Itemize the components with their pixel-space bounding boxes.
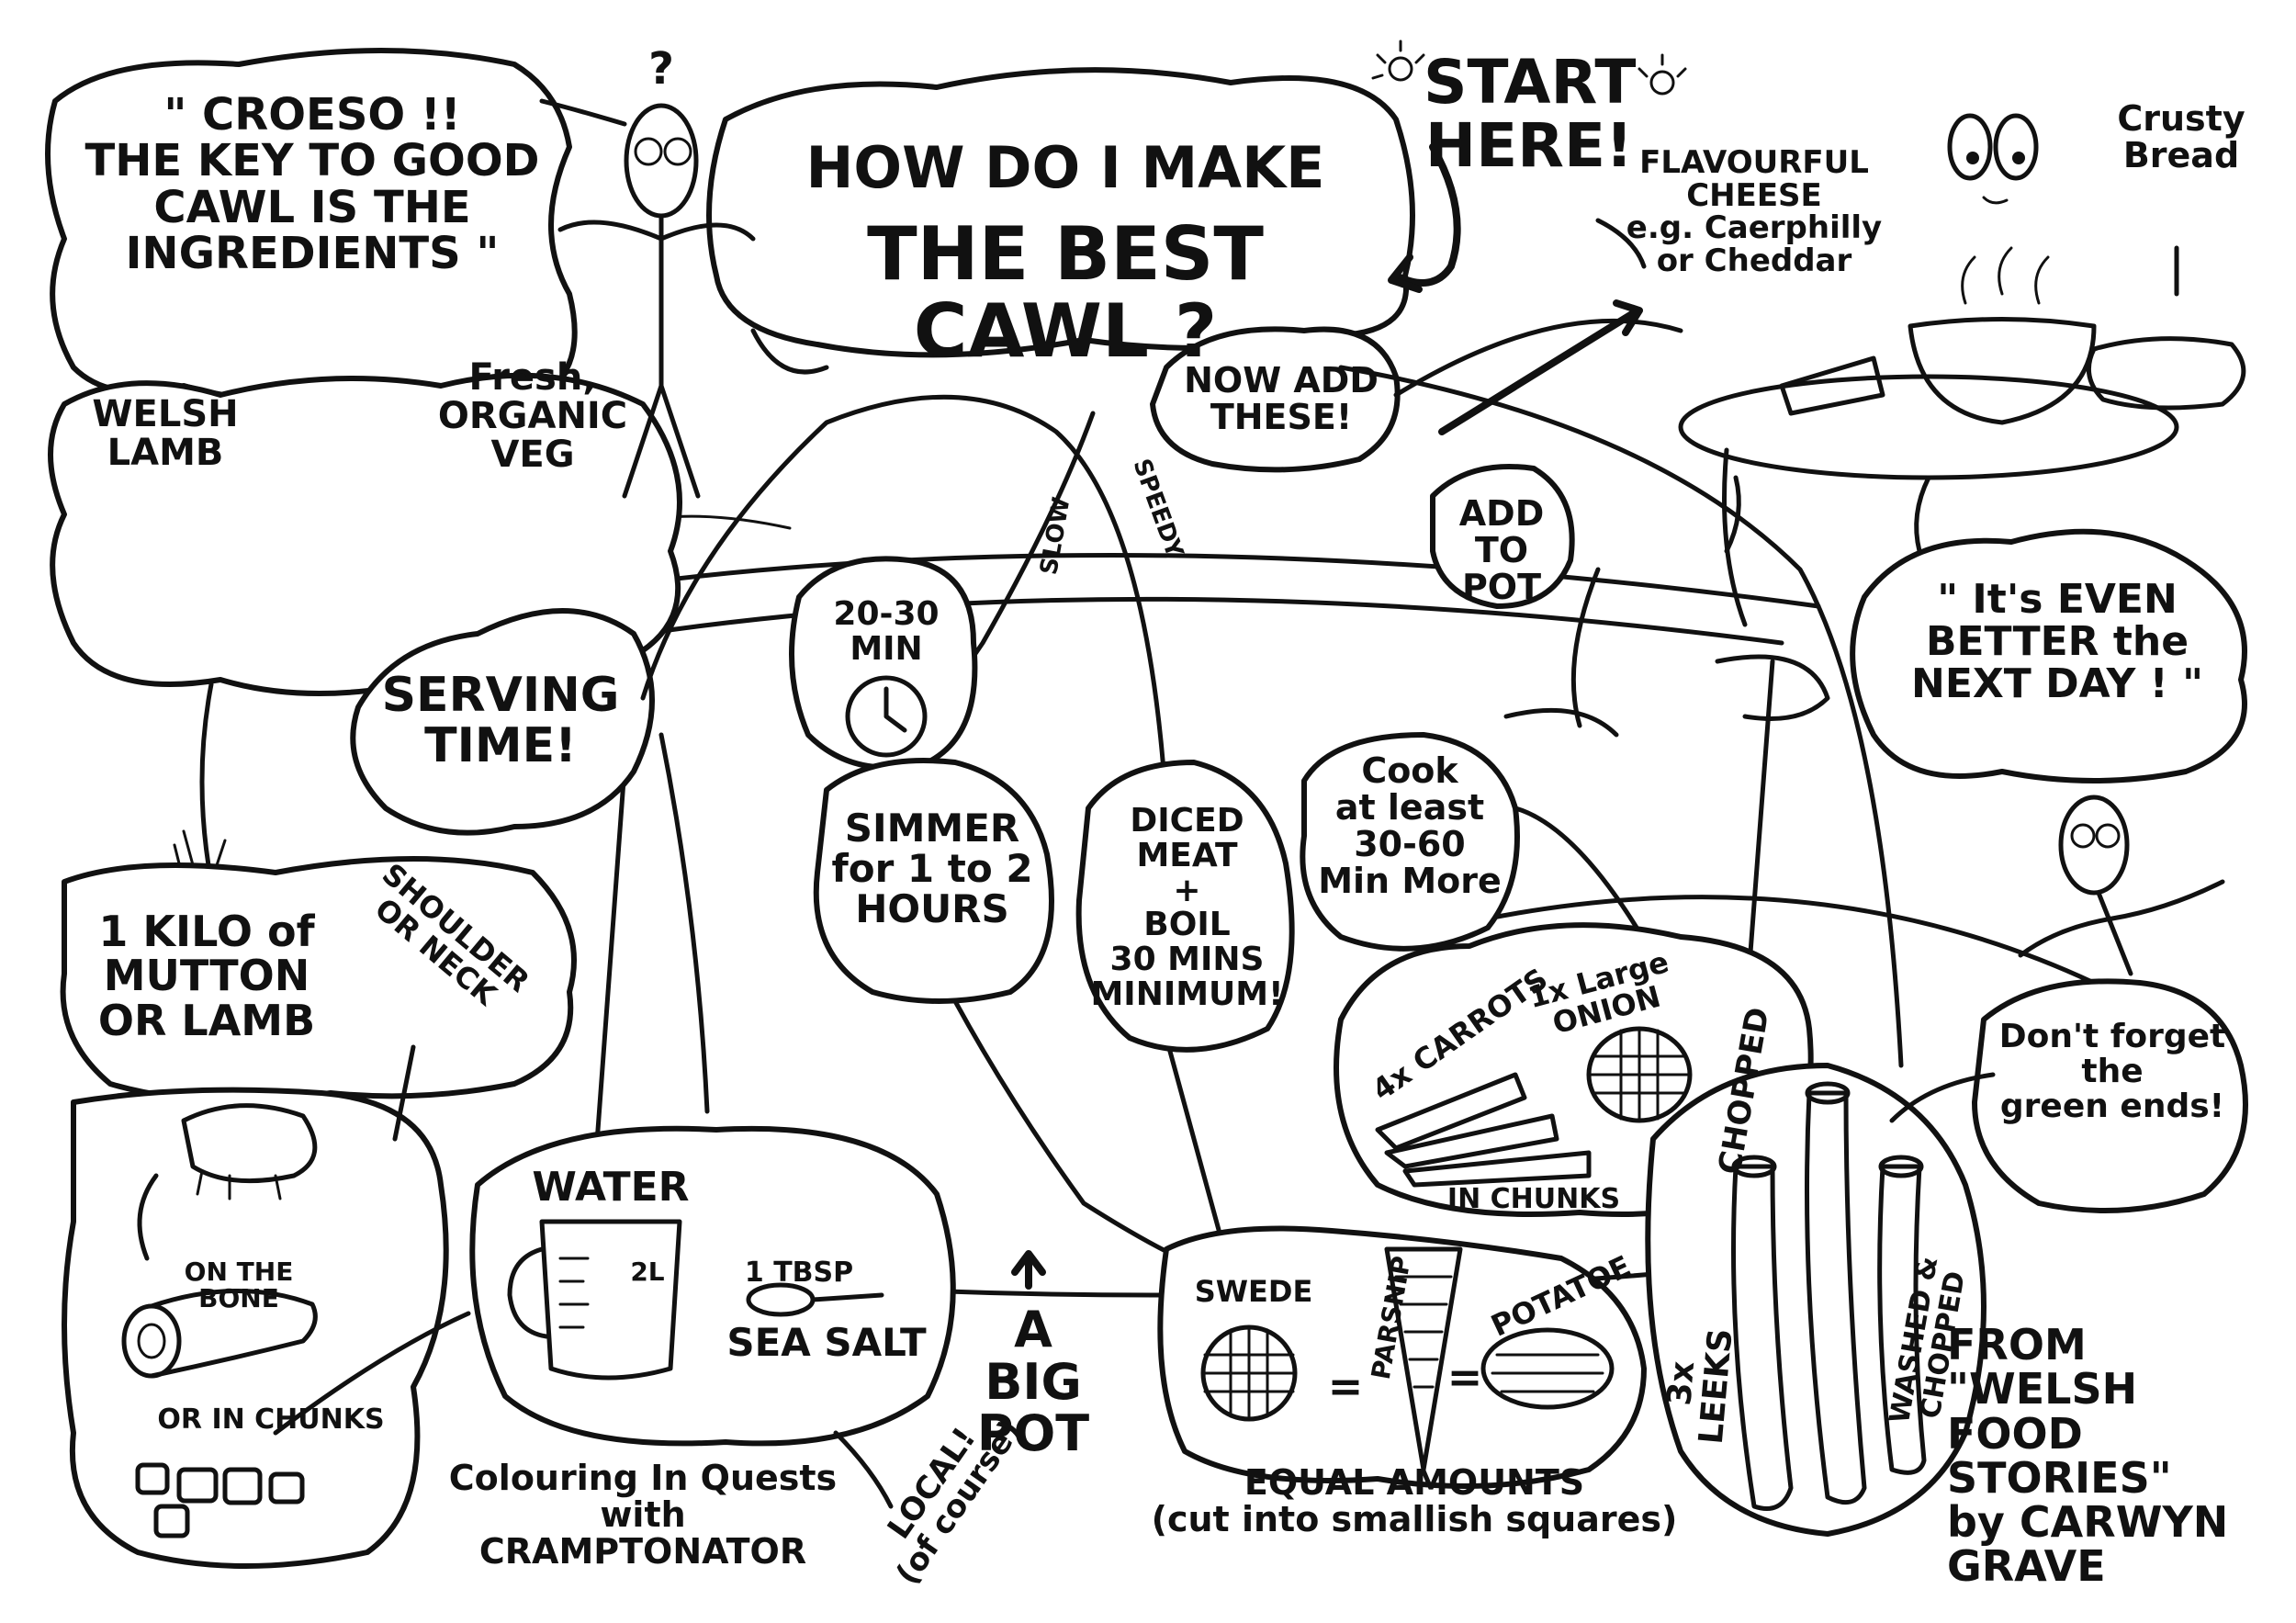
swede-icon [1200, 1324, 1298, 1422]
dont-forget-label: Don't forget the green ends! [1998, 1018, 2226, 1125]
fresh-veg-label: Fresh, ORGANIC VEG [437, 356, 628, 476]
title-line1: HOW DO I MAKE [805, 134, 1325, 201]
leeks-label: 3x LEEKS [1660, 1326, 1740, 1446]
diced-meat-bubble [1075, 760, 1295, 1053]
timer-bubble [789, 556, 978, 771]
root-veg-bubble [1157, 1225, 1647, 1489]
meat-chunks-drawing [135, 1462, 305, 1538]
water-salt-bubble [469, 1125, 956, 1447]
serving-time-bubble [350, 608, 655, 836]
sheep-small-drawing [181, 1103, 318, 1200]
serving-time-label: SERVING TIME! [381, 668, 620, 773]
credit-label: FROM "WELSH FOOD STORIES" by CARWYN GRAV… [1947, 1320, 2229, 1592]
crusty-bread-label: Crusty Bread [2117, 98, 2245, 175]
sea-salt-label: SEA SALT [726, 1320, 927, 1365]
equals-sign-1: = [1327, 1361, 1364, 1411]
bone-drawing [121, 1289, 318, 1379]
meat-cloud [62, 1087, 449, 1569]
cheese-label: FLAVOURFUL CHEESE e.g. Caerphilly or Che… [1626, 144, 1883, 280]
now-add-these-label: NOW ADD THESE! [1184, 360, 1379, 437]
measuring-jug-icon [507, 1219, 682, 1381]
even-better-label: " It's EVEN BETTER the NEXT DAY ! " [1911, 576, 2203, 708]
equal-amounts-label: EQUAL AMOUNTS (cut into smallish squares… [1151, 1462, 1678, 1539]
now-add-these-bubble [1150, 326, 1401, 473]
bread-icon [2086, 336, 2246, 411]
add-to-pot-label: ADD TO POT [1458, 493, 1545, 607]
sun-icon [1371, 39, 1687, 96]
in-chunks-label: IN CHUNKS [1446, 1183, 1621, 1215]
dont-forget-bubble [1972, 978, 2248, 1213]
cook-bubble [1300, 732, 1520, 952]
or-in-chunks-label: OR IN CHUNKS [157, 1403, 385, 1436]
excited-stick-figure [2018, 795, 2225, 976]
tablespoon-icon [746, 1282, 884, 1317]
start-here-arrow [1392, 143, 1461, 287]
cook-label: Cook at least 30-60 Min More [1318, 750, 1502, 901]
potato-icon [1480, 1327, 1615, 1410]
tbsp-label: 1 TBSP [744, 1257, 854, 1289]
simmer-bubble [813, 758, 1054, 1004]
even-better-cloud [1850, 528, 2247, 783]
water-label: WATER [532, 1164, 690, 1211]
add-to-pot-bubble [1430, 464, 1575, 609]
water-volume-label: 2L [630, 1257, 665, 1287]
on-the-bone-label: ON THE BONE [184, 1257, 294, 1314]
soup-bowl-icon [1908, 246, 2097, 425]
start-here-label: START HERE! [1424, 47, 1637, 182]
title-bubble [706, 67, 1415, 358]
simmer-label: SIMMER for 1 to 2 HOURS [831, 806, 1033, 932]
question-mark: ? [648, 43, 674, 95]
croeso-quote: " CROESO !! THE KEY TO GOOD CAWL IS THE … [84, 89, 540, 280]
leeks-drawing [1731, 1081, 1927, 1511]
clock-icon [845, 675, 928, 758]
welsh-lamb-label: WELSH LAMB [92, 393, 239, 474]
diced-meat-label: DICED MEAT + BOIL 30 MINS MINIMUM! [1090, 802, 1284, 1013]
timer-label: 20-30 MIN [833, 595, 940, 668]
parsnip-icon [1384, 1246, 1463, 1472]
eyes-icon [1947, 113, 2039, 205]
cheese-icon [1779, 355, 1885, 416]
leeks-bubble [1645, 1063, 1986, 1537]
mutton-label: 1 KILO of MUTTON OR LAMB [97, 907, 316, 1045]
onion-drawing [1586, 1026, 1693, 1123]
confused-stick-figure [557, 103, 756, 499]
big-pot-label: A BIG POT [976, 1301, 1090, 1463]
carrots-drawing [1375, 1072, 1592, 1188]
title-line2: THE BEST CAWL ? [867, 211, 1264, 374]
equals-sign-2: = [1446, 1352, 1483, 1402]
colouring-label: Colouring In Quests with CRAMPTONATOR [448, 1458, 838, 1572]
swede-label: SWEDE [1194, 1274, 1313, 1309]
